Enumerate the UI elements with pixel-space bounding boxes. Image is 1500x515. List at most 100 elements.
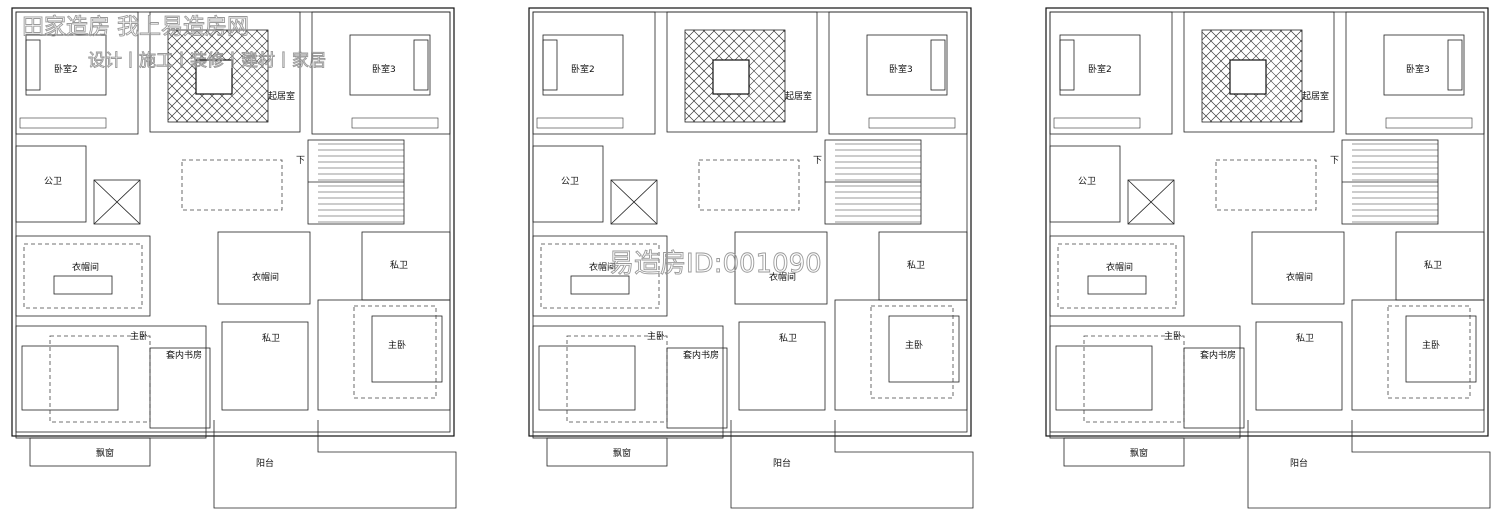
room-label-bay-window: 飘窗: [613, 447, 631, 459]
tile-line: [684, 29, 706, 51]
tile-line: [1289, 29, 1303, 43]
tile-line: [1299, 29, 1303, 33]
tile-line: [1201, 91, 1233, 123]
bedroom3-room: [1345, 11, 1485, 135]
walkin-right-room: [1251, 231, 1345, 305]
walkin-shelving: [1057, 243, 1177, 309]
walkin-right-room: [734, 231, 828, 305]
tile-line: [167, 29, 179, 41]
tile-line: [1201, 81, 1243, 123]
tile-line: [1279, 99, 1303, 123]
bed-bedroom3: [1383, 34, 1465, 96]
living-feature: [149, 11, 301, 133]
watermark-line1: 田家造房 我上易造房网: [22, 15, 249, 40]
tile-line: [167, 91, 199, 123]
living-rug: [698, 159, 800, 211]
room-label-down: 下: [813, 156, 822, 166]
tile-line: [1269, 89, 1303, 123]
room-label-bedroom2: 卧室2: [54, 63, 78, 75]
tile-line: [167, 111, 179, 123]
tile-line: [167, 29, 209, 71]
master-right-bed: [888, 315, 960, 383]
tile-line: [772, 109, 786, 123]
wardrobe: [1385, 117, 1473, 129]
room-label-balcony: 阳台: [256, 457, 274, 469]
bay-window: [1063, 437, 1185, 467]
tile-line: [215, 69, 269, 123]
living-feature: [1183, 11, 1335, 133]
elevator: [610, 179, 658, 225]
walkin-shelving: [23, 243, 143, 309]
room-label-balcony: 阳台: [773, 457, 791, 469]
balcony-outline: [1247, 420, 1491, 509]
master-right-bed: [1405, 315, 1477, 383]
tile-line: [245, 99, 269, 123]
bed-bedroom3: [349, 34, 431, 96]
private-bath-mid-room: [221, 321, 309, 411]
room-label-walkin-right: 衣帽间: [769, 271, 796, 283]
tile-line: [167, 29, 189, 51]
bedroom2-room: [15, 11, 139, 135]
tile-line: [1249, 69, 1303, 123]
walkin-left-room: [532, 235, 668, 317]
wardrobe: [19, 117, 107, 129]
tile-line: [215, 29, 269, 83]
bed-headboard: [413, 39, 429, 91]
room-label-bedroom2: 卧室2: [1088, 63, 1112, 75]
room-label-living: 起居室: [1302, 90, 1329, 102]
walkin-left-room: [1049, 235, 1185, 317]
room-label-down: 下: [296, 156, 305, 166]
room-label-balcony: 阳台: [1290, 457, 1308, 469]
study-room: [149, 347, 211, 429]
tile-line: [255, 29, 269, 43]
wardrobe: [1053, 117, 1141, 129]
private-bath-mid-room: [738, 321, 826, 411]
public-bath-room: [15, 145, 87, 223]
tile-line: [1259, 29, 1303, 73]
bed-headboard: [1447, 39, 1463, 91]
public-bath-room: [1049, 145, 1121, 223]
tile-line: [722, 29, 786, 93]
watermark: 田家造房 我上易造房网 设计丨施工丨装修丨建材丨家居 易造房ID:001090: [22, 15, 823, 280]
tile-line: [742, 29, 786, 73]
master-right-room: [1351, 299, 1485, 411]
tile-line: [1201, 29, 1253, 81]
table: [1229, 59, 1267, 95]
tile-line: [1201, 29, 1213, 41]
tile-line: [684, 29, 696, 41]
room-label-public-bath: 公卫: [561, 176, 579, 187]
study-room: [666, 347, 728, 429]
walkin-shelving: [540, 243, 660, 309]
tile-line: [255, 109, 269, 123]
master-bed: [1055, 345, 1153, 411]
tile-line: [782, 119, 786, 123]
tile-line: [772, 29, 786, 43]
tile-line: [1201, 111, 1213, 123]
room-label-public-bath: 公卫: [44, 176, 62, 187]
room-label-study: 套内书房: [683, 349, 719, 361]
tile-line: [1201, 101, 1223, 123]
island-cabinet: [53, 275, 113, 295]
room-label-private-bath-mid: 私卫: [779, 333, 797, 344]
tile-line: [235, 29, 269, 63]
room-label-master-right: 主卧: [388, 339, 406, 351]
room-label-master-right: 主卧: [1422, 339, 1440, 351]
room-label-private-bath-mid: 私卫: [262, 333, 280, 344]
room-label-bedroom3: 卧室3: [372, 63, 396, 75]
private-bath-mid-room: [1255, 321, 1343, 411]
tile-line: [167, 29, 199, 61]
bed-headboard: [1059, 39, 1075, 91]
tile-line: [1201, 29, 1223, 51]
tile-line: [732, 69, 786, 123]
tile-line: [167, 29, 219, 81]
tile-line: [235, 89, 269, 123]
room-label-walkin-left: 衣帽间: [589, 261, 616, 273]
room-label-master-left: 主卧: [647, 330, 665, 342]
bedroom2-room: [1049, 11, 1173, 135]
tile-line: [684, 71, 736, 123]
room-label-bedroom3: 卧室3: [889, 63, 913, 75]
wardrobe: [536, 117, 624, 129]
bed-headboard: [542, 39, 558, 91]
